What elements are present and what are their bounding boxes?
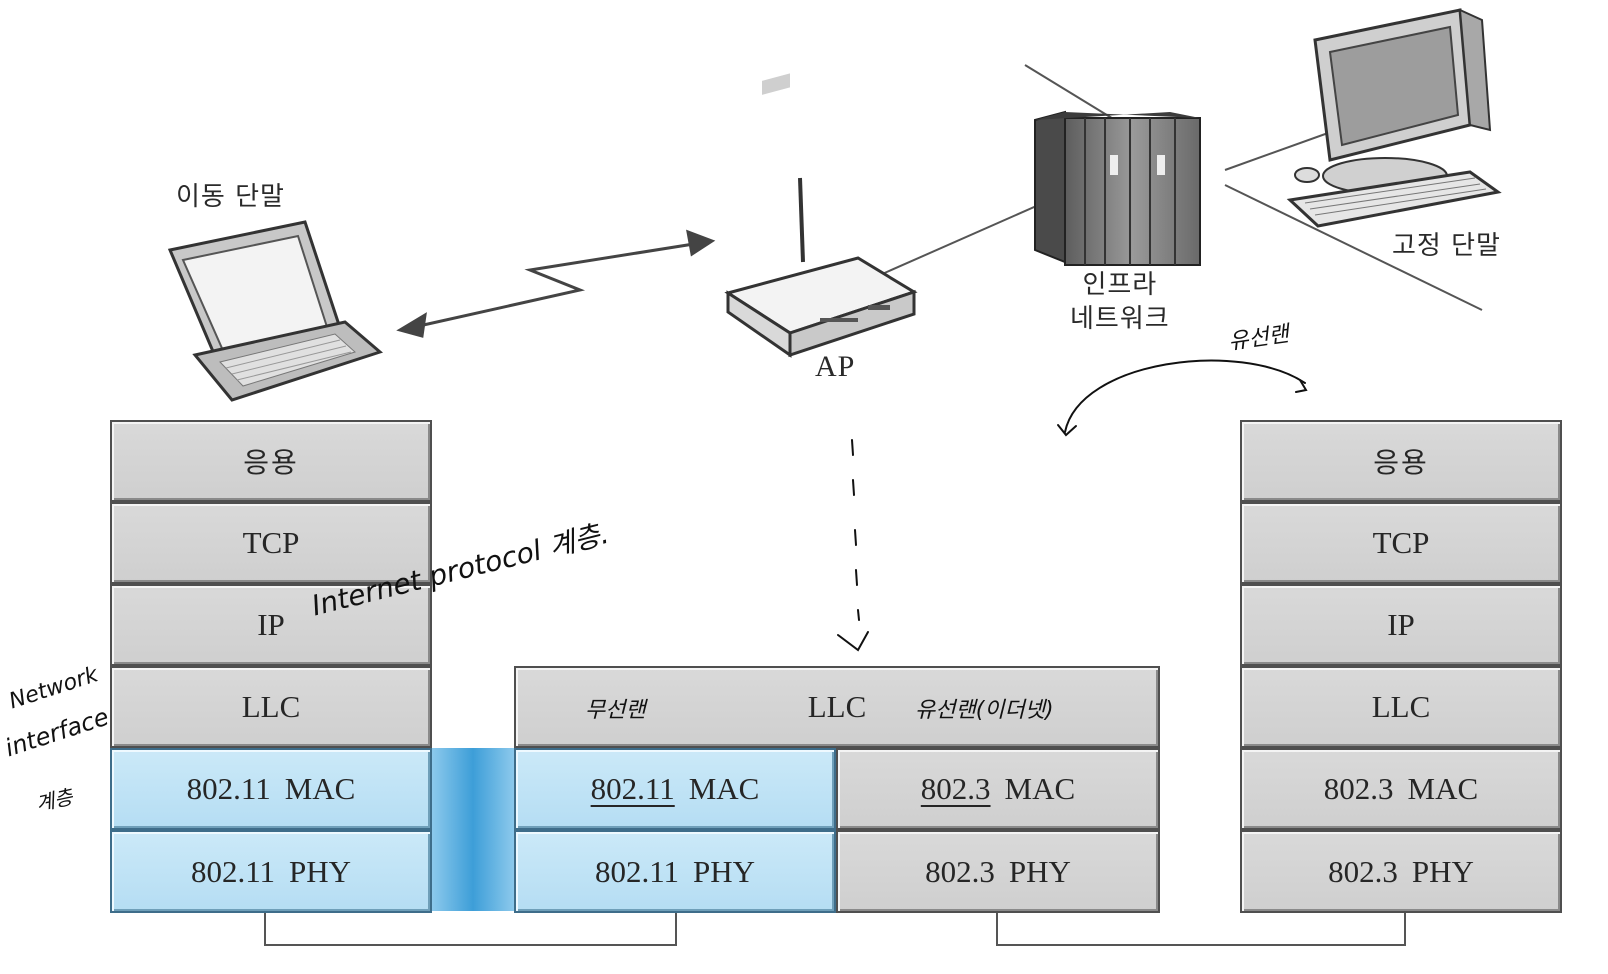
left-llc-layer: LLC [110, 666, 432, 748]
right-mac-standard: 802.3 [1323, 771, 1394, 806]
right-llc-layer: LLC [1240, 666, 1562, 748]
ap-llc-layer: LLC [514, 666, 1160, 748]
left-mac-layer: 802.11 MAC [110, 748, 432, 830]
infrastructure-lines [879, 64, 1483, 311]
right-phy-layer: 802.3 PHY [1240, 830, 1562, 913]
infra-network-label: 인프라 네트워크 [1070, 268, 1170, 336]
right-ip-layer: IP [1240, 584, 1562, 666]
left-mac-text: MAC [284, 771, 356, 806]
right-tcp-layer: TCP [1240, 502, 1562, 584]
right-mac-text: MAC [1407, 771, 1479, 806]
laptop-icon [167, 220, 384, 402]
ap-label: AP [815, 350, 856, 383]
right-phy-standard: 802.3 [1328, 853, 1398, 889]
handwritten-wireless-lan-note: 무선랜 [585, 698, 646, 723]
physical-link-brackets [264, 913, 1406, 946]
left-app-layer: 응용 [110, 420, 432, 502]
ap-wireless-phy-standard: 802.11 [594, 853, 680, 889]
server-rack-icon [1034, 110, 1201, 266]
ap-wired-mac-text: MAC [1004, 771, 1076, 806]
ap-wired-phy-layer: 802.3 PHY [836, 830, 1160, 913]
left-ip-layer: IP [110, 584, 432, 666]
left-phy-text: PHY [289, 853, 352, 889]
handwritten-ethernet-note: 유선랜(이더넷) [915, 698, 1054, 723]
ap-wireless-mac-text: MAC [688, 771, 760, 806]
wireless-link-arrow [396, 229, 716, 338]
right-phy-text: PHY [1411, 853, 1474, 889]
mobile-terminal-label: 이동 단말 [176, 182, 285, 212]
ap-wired-mac-standard: 802.3 [920, 771, 991, 806]
ap-wireless-mac-standard: 802.11 [590, 771, 675, 806]
right-mac-layer: 802.3 MAC [1240, 748, 1562, 830]
infra-label-line1: 인프라 [1082, 270, 1158, 300]
infra-label-line2: 네트워크 [1070, 304, 1170, 334]
ap-wireless-phy-text: PHY [693, 853, 756, 889]
left-mac-standard: 802.11 [186, 771, 271, 806]
left-phy-layer: 802.11 PHY [110, 830, 432, 913]
desktop-computer-icon [1286, 8, 1502, 228]
ap-wireless-mac-layer: 802.11 MAC [514, 748, 836, 830]
left-tcp-layer: TCP [110, 502, 432, 584]
ap-wired-phy-standard: 802.3 [925, 853, 995, 889]
access-point-icon [724, 73, 918, 358]
ap-wired-mac-layer: 802.3 MAC [836, 748, 1160, 830]
fixed-terminal-label: 고정 단말 [1392, 231, 1501, 261]
wireless-medium-bridge [432, 748, 514, 911]
ap-wireless-phy-layer: 802.11 PHY [514, 830, 836, 913]
right-app-layer: 응용 [1240, 420, 1562, 502]
left-phy-standard: 802.11 [190, 853, 276, 889]
ap-wired-phy-text: PHY [1008, 853, 1071, 889]
